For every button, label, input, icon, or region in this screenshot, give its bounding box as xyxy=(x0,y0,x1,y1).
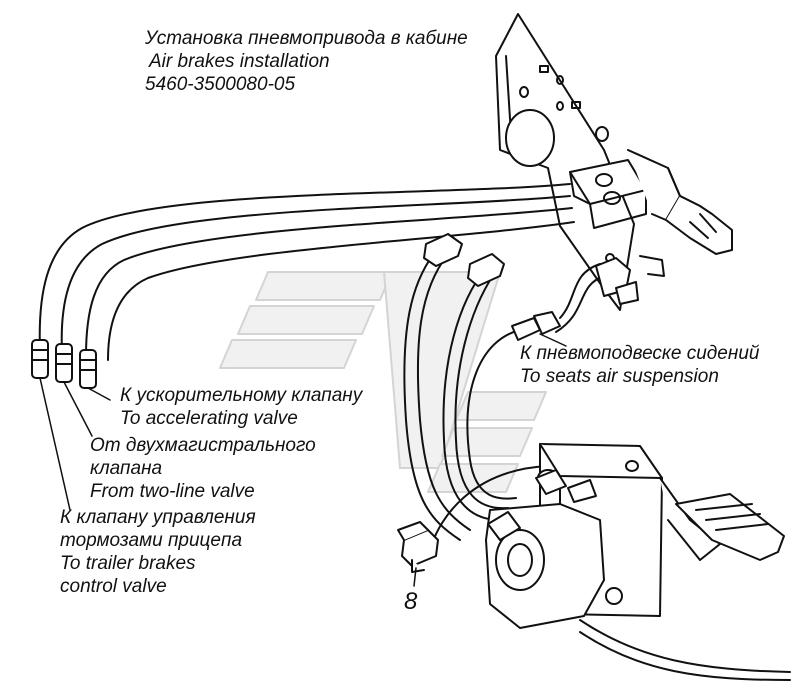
callout-accel-ru: К ускорительному клапану xyxy=(120,385,363,406)
callout-trailer-control-valve: К клапану управления тормозами прицепа T… xyxy=(60,506,256,598)
title-russian: Установка пневмопривода в кабине xyxy=(145,28,468,49)
callout-two-line-valve: От двухмагистрального клапана From two-l… xyxy=(90,434,316,503)
callout-trailer-ru-2: тормозами прицепа xyxy=(60,530,243,551)
callout-seats-suspension: К пневмоподвеске сидений To seats air su… xyxy=(520,342,759,388)
brake-pedal xyxy=(659,477,785,561)
callout-seats-ru: К пневмоподвеске сидений xyxy=(520,343,760,364)
callout-trailer-en-1: To trailer brakes xyxy=(60,553,196,574)
tubing-bundle xyxy=(38,183,575,361)
tube-fittings-left xyxy=(31,339,97,389)
callout-twoline-ru-1: От двухмагистрального xyxy=(90,435,316,456)
leader-lines xyxy=(39,333,567,587)
callout-trailer-ru-1: К клапану управления xyxy=(60,507,256,528)
callout-accel-en: To accelerating valve xyxy=(120,408,298,429)
callout-seats-en: To seats air suspension xyxy=(520,366,719,387)
tee-fitting-item-8 xyxy=(397,521,439,573)
item-number-8: 8 xyxy=(404,588,418,615)
drawing-title: Установка пневмопривода в кабине Air bra… xyxy=(145,27,468,96)
callout-twoline-en: From two-line valve xyxy=(90,481,255,502)
callout-trailer-en-2: control valve xyxy=(60,576,167,597)
callout-accelerating-valve: К ускорительному клапану To accelerating… xyxy=(120,384,362,430)
hand-brake-valve xyxy=(569,149,733,277)
tube-fittings xyxy=(423,233,639,341)
callout-twoline-ru-2: клапана xyxy=(90,458,163,479)
foot-brake-valve xyxy=(485,443,663,629)
brake-lines xyxy=(403,245,791,681)
part-number: 5460-3500080-05 xyxy=(145,74,296,95)
title-english: Air brakes installation xyxy=(149,51,330,72)
